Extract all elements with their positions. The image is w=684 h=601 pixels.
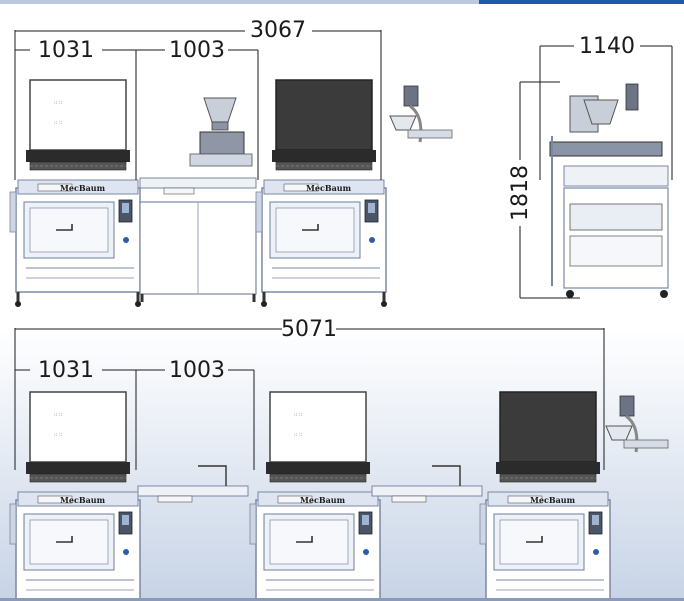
row1-machines [8,79,454,309]
top-accent-bar [479,0,684,4]
dim-row1-seg1: 1031 [38,38,94,63]
bottom-bar [0,598,684,601]
side-view-machine [549,83,669,298]
dim-row1-total: 3067 [250,18,306,43]
dim-row2-total: 5071 [281,317,337,342]
logo-row2-1: MecBaum [60,495,106,505]
row1-depositor [139,97,257,302]
logo-row2-2: MecBaum [300,495,346,505]
dim-row1-seg2: 1003 [169,38,225,63]
dim-row2-seg2: 1003 [169,358,225,383]
dim-side-depth: 1140 [579,34,635,59]
logo-row2-3: MecBaum [530,495,576,505]
logo-row1-right: MecBaum [306,183,352,193]
logo-row1-left: MecBaum [60,183,106,193]
dim-side-height: 1818 [508,165,533,221]
dim-row2-seg1: 1031 [38,358,94,383]
top-color-bar [0,0,684,4]
dimension-lines [14,30,673,470]
